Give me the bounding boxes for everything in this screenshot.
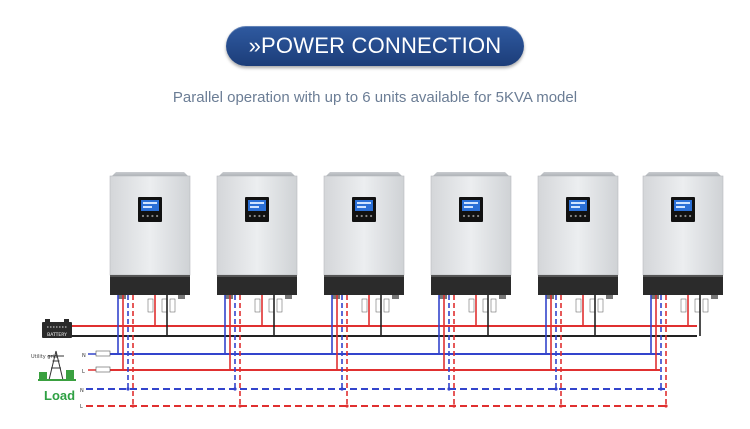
inverter-units bbox=[109, 172, 724, 313]
page-subtitle: Parallel operation with up to 6 units av… bbox=[172, 89, 578, 106]
inverter-unit bbox=[216, 172, 298, 313]
inverter-unit bbox=[642, 172, 724, 313]
inverter-unit bbox=[430, 172, 512, 313]
load-n-label: N bbox=[80, 388, 84, 394]
grid-l-label: L bbox=[82, 369, 85, 375]
load-label: Load bbox=[44, 388, 76, 403]
grid-n-label: N bbox=[82, 353, 86, 359]
inverter-unit bbox=[323, 172, 405, 313]
load-l-label: L bbox=[80, 404, 83, 410]
wiring bbox=[72, 295, 701, 408]
terminal-block bbox=[118, 295, 185, 313]
terminal-block bbox=[546, 295, 613, 313]
inverter-unit bbox=[109, 172, 191, 313]
inverter-unit bbox=[537, 172, 619, 313]
terminal-block bbox=[651, 295, 718, 313]
utility-grid-label: Utility grid bbox=[31, 354, 57, 360]
title-pill: »POWER CONNECTION bbox=[226, 26, 524, 66]
terminal-block bbox=[225, 295, 292, 313]
page-title: »POWER CONNECTION bbox=[248, 33, 502, 58]
terminal-block bbox=[439, 295, 506, 313]
battery-icon: BATTERY bbox=[42, 319, 72, 338]
battery-label: BATTERY bbox=[47, 332, 67, 338]
utility-grid-icon: Utility grid bbox=[31, 350, 76, 381]
breaker-icon bbox=[95, 350, 111, 373]
